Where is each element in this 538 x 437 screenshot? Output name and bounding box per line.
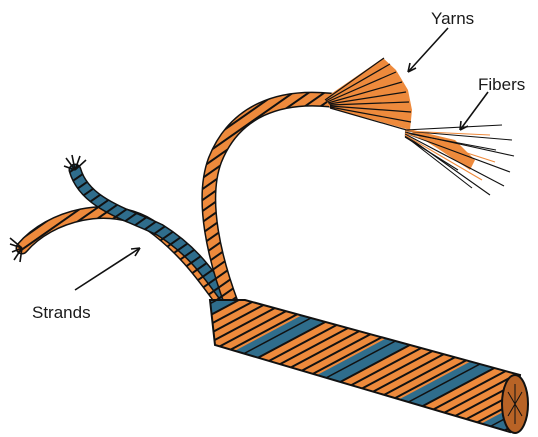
fibers-spray (405, 125, 514, 195)
label-yarns: Yarns (431, 9, 474, 28)
frayed-end-blue (64, 155, 86, 170)
fibers-leader (460, 92, 488, 130)
yarns-leader (408, 28, 448, 72)
label-fibers: Fibers (478, 75, 525, 94)
label-strands: Strands (32, 303, 91, 322)
leader-lines (75, 28, 488, 290)
strands-leader (75, 248, 140, 290)
strand-arch-orange (209, 99, 330, 305)
yarns-fan (325, 58, 412, 131)
rope-body (210, 300, 528, 433)
